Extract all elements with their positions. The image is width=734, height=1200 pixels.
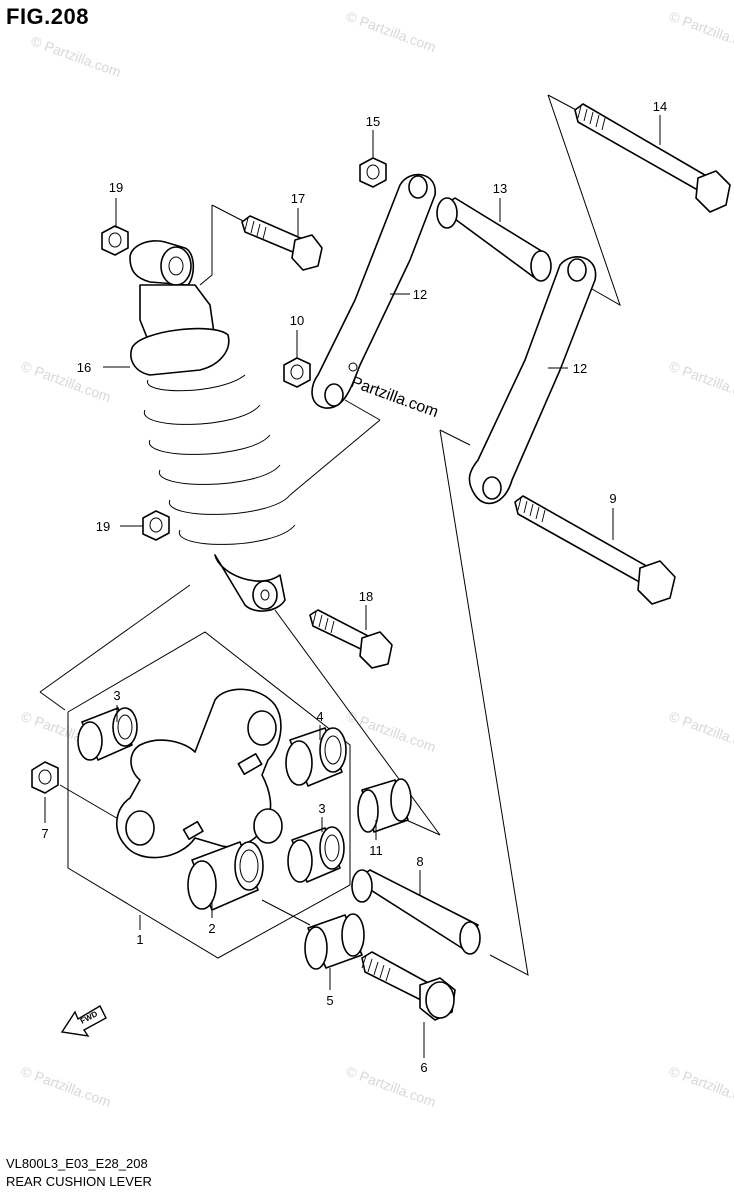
lever-assembly-box bbox=[67, 631, 351, 959]
watermark-text: © Partzilla.com bbox=[667, 708, 734, 755]
callout-4: 4 bbox=[316, 709, 323, 724]
watermark-text: © Partzilla.com bbox=[344, 708, 438, 755]
sleeve-13 bbox=[436, 197, 552, 282]
bushing-3-right bbox=[287, 826, 345, 883]
callout-13: 13 bbox=[493, 181, 507, 196]
callout-14: 14 bbox=[653, 99, 667, 114]
nut-19-bottom bbox=[142, 510, 170, 541]
watermark-text: © Partzilla.com bbox=[667, 8, 734, 55]
collar-11 bbox=[357, 778, 412, 833]
watermark-main: Partzilla.com bbox=[349, 374, 441, 421]
callout-18: 18 bbox=[359, 589, 373, 604]
collar-5 bbox=[304, 913, 365, 970]
nut-15 bbox=[359, 157, 387, 188]
callout-7: 7 bbox=[41, 826, 48, 841]
bolt-9 bbox=[514, 495, 676, 605]
figure-code: VL800L3_E03_E28_208 bbox=[6, 1156, 148, 1171]
callout-17: 17 bbox=[291, 191, 305, 206]
bolt-6 bbox=[361, 951, 456, 1021]
figure-title: FIG.208 bbox=[6, 4, 89, 29]
bushing-2 bbox=[187, 841, 264, 911]
fwd-arrow-icon: FWD bbox=[60, 1005, 107, 1037]
spacer-8 bbox=[351, 869, 481, 955]
callout-3-left: 3 bbox=[113, 688, 120, 703]
figure-name: REAR CUSHION LEVER bbox=[6, 1174, 152, 1189]
bushing-4 bbox=[285, 727, 347, 787]
watermark-main-text: Partzilla.com bbox=[349, 374, 441, 421]
callout-3-right: 3 bbox=[318, 801, 325, 816]
nut-19-top bbox=[101, 225, 129, 256]
callout-16: 16 bbox=[77, 360, 91, 375]
shock-absorber bbox=[129, 240, 296, 612]
nut-10 bbox=[283, 357, 311, 388]
callout-19-bottom: 19 bbox=[96, 519, 110, 534]
callout-11: 11 bbox=[369, 843, 383, 858]
callout-5: 5 bbox=[326, 993, 333, 1008]
watermark-text: © Partzilla.com bbox=[667, 1063, 734, 1110]
callout-2: 2 bbox=[208, 921, 215, 936]
callout-labels: 19 15 17 10 16 19 13 14 12 12 9 18 3 4 3… bbox=[41, 99, 667, 1075]
bushing-3-left bbox=[77, 707, 138, 761]
callout-8: 8 bbox=[416, 854, 423, 869]
bolt-14 bbox=[574, 103, 731, 213]
callout-15: 15 bbox=[366, 114, 380, 129]
callout-12-left: 12 bbox=[413, 287, 427, 302]
bolt-18 bbox=[309, 609, 393, 669]
callout-19-top: 19 bbox=[109, 180, 123, 195]
cushion-lever bbox=[116, 688, 283, 859]
callout-9: 9 bbox=[609, 491, 616, 506]
callout-leaders bbox=[44, 115, 661, 1058]
bolt-17 bbox=[241, 215, 323, 271]
callout-12-right: 12 bbox=[573, 361, 587, 376]
watermark-text: © Partzilla.com bbox=[19, 358, 113, 405]
assembly-guide-lines bbox=[39, 94, 621, 976]
link-12-left bbox=[311, 173, 436, 409]
nut-7 bbox=[31, 761, 59, 794]
watermark-text: © Partzilla.com bbox=[344, 8, 438, 55]
callout-1: 1 bbox=[136, 932, 143, 947]
watermark-text: © Partzilla.com bbox=[667, 358, 734, 405]
callout-6: 6 bbox=[420, 1060, 427, 1075]
watermark-text: © Partzilla.com bbox=[19, 1063, 113, 1110]
callout-10: 10 bbox=[290, 313, 304, 328]
link-12-right bbox=[468, 256, 597, 505]
watermark-text: © Partzilla.com bbox=[29, 33, 123, 80]
